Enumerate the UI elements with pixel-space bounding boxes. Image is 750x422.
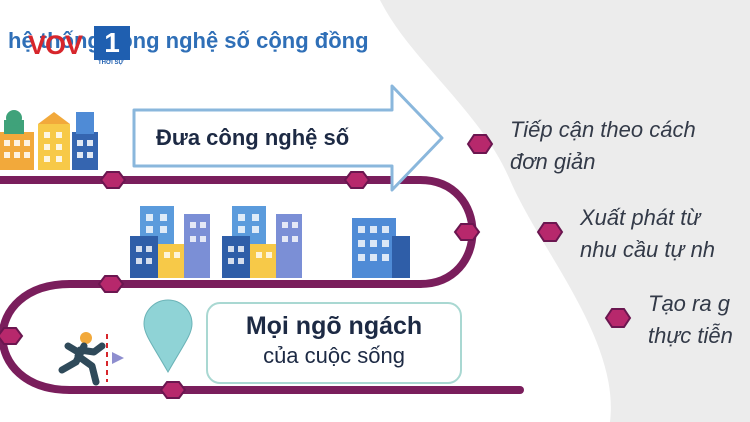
bullet-3-line-1: Tạo ra g (648, 291, 730, 316)
road-node (453, 223, 481, 241)
bullet-1-line-2: đơn giản (510, 149, 596, 174)
road-node (99, 171, 127, 189)
bullet-item-3: Tạo ra g thực tiễn (648, 288, 733, 352)
bullet-3-line-2: thực tiễn (648, 323, 733, 348)
destination-line-2: của cuộc sống (263, 343, 405, 368)
background-shape (380, 0, 750, 422)
bullet-marker (466, 134, 494, 154)
road-node (97, 275, 125, 293)
bullet-item-1: Tiếp cận theo cách đơn giản (510, 114, 696, 178)
bullet-marker (536, 222, 564, 242)
road-node (159, 381, 187, 399)
bullet-item-2: Xuất phát từ nhu cầu tự nh (580, 202, 715, 266)
vov-logo: VOV 1 THỜI SỰ (28, 26, 136, 66)
bullet-marker (604, 308, 632, 328)
bullet-2-line-2: nhu cầu tự nh (580, 237, 716, 262)
destination-box: Mọi ngõ ngách của cuộc sống (206, 302, 462, 384)
logo-number: 1 (94, 26, 130, 60)
road-node (343, 171, 371, 189)
road-node (0, 327, 24, 345)
bullet-2-line-1: Xuất phát từ (580, 205, 701, 230)
page-title: hệ thống công nghệ số cộng đồng (8, 28, 369, 53)
bullet-1-line-1: Tiếp cận theo cách (510, 117, 696, 142)
logo-tagline: THỜI SỰ (98, 60, 124, 66)
destination-line-1: Mọi ngõ ngách (245, 312, 423, 340)
logo-brand: VOV (28, 30, 83, 60)
arrow-label: Đưa công nghệ số (156, 125, 350, 150)
